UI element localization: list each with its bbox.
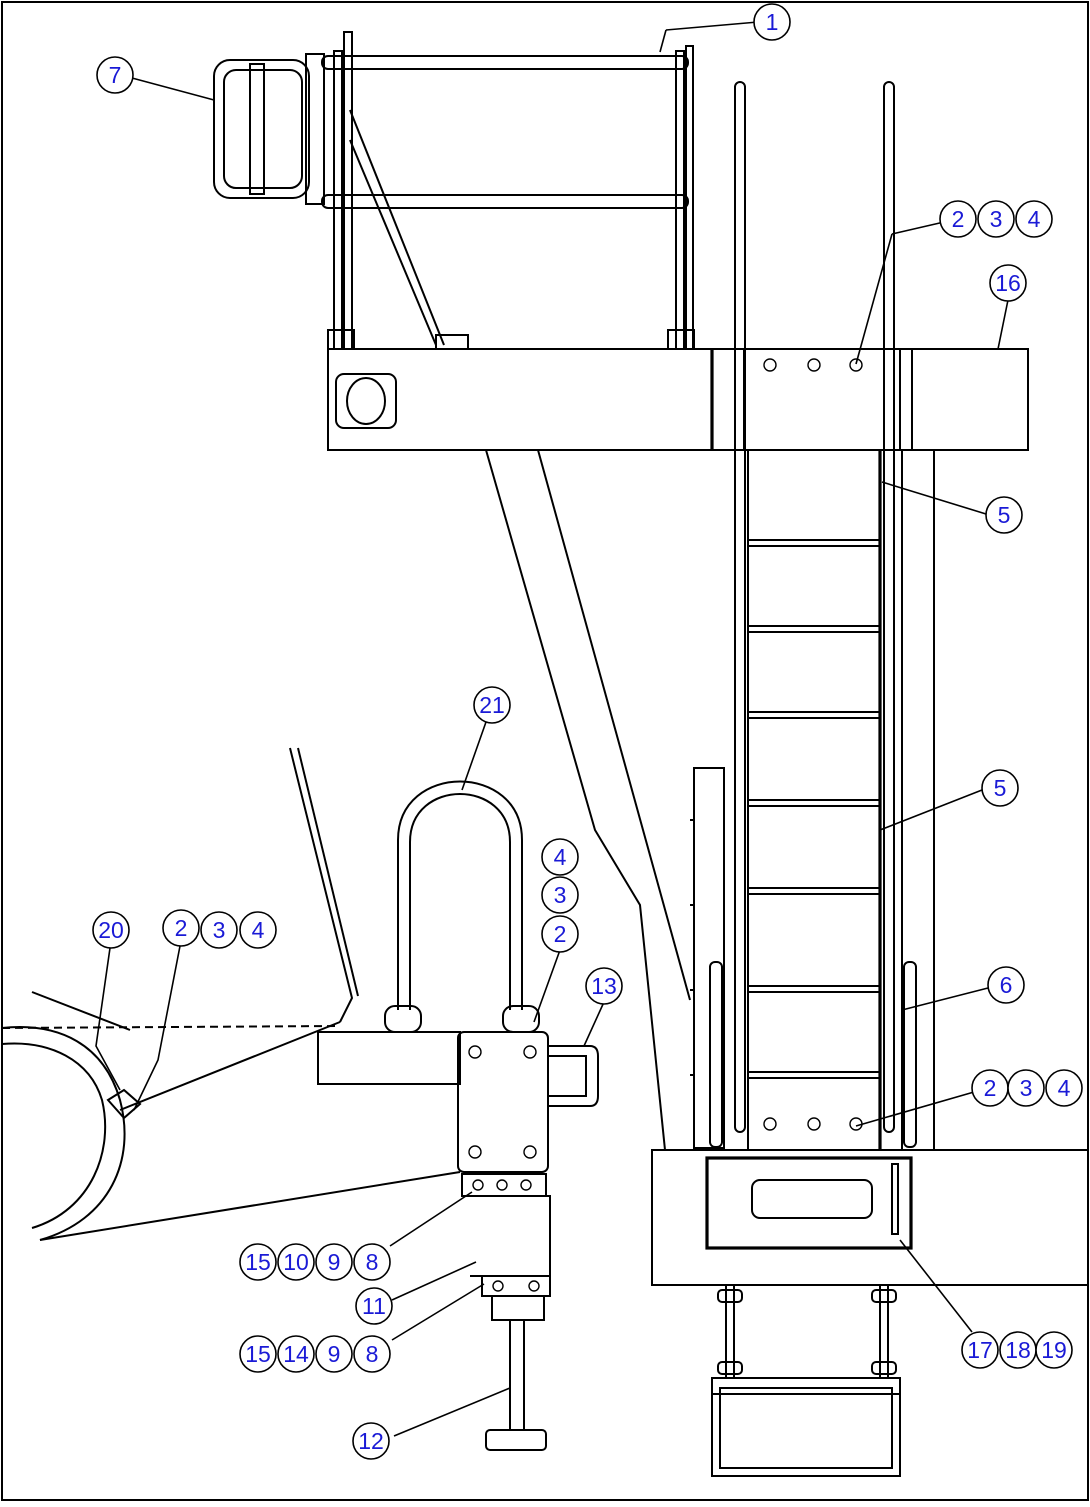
svg-text:18: 18	[1005, 1337, 1031, 1363]
callout-17: 17	[961, 1331, 999, 1369]
callout-2-left: 2	[162, 909, 200, 947]
svg-text:9: 9	[328, 1249, 341, 1275]
callout-9-a: 9	[315, 1243, 353, 1281]
svg-text:11: 11	[362, 1293, 386, 1319]
svg-text:1: 1	[766, 9, 779, 35]
callout-1: 1	[753, 3, 791, 41]
svg-text:3: 3	[213, 917, 226, 943]
callout-3-left: 3	[200, 911, 238, 949]
callout-15-b: 15	[239, 1335, 277, 1373]
svg-text:8: 8	[366, 1341, 379, 1367]
svg-text:4: 4	[554, 844, 567, 870]
svg-text:2: 2	[175, 915, 188, 941]
callout-8-b: 8	[353, 1335, 391, 1373]
callout-20: 20	[92, 911, 130, 949]
grab-handle	[384, 780, 540, 1033]
callout-21: 21	[473, 686, 511, 724]
callout-12: 12	[352, 1422, 390, 1460]
svg-text:6: 6	[1000, 972, 1013, 998]
svg-text:4: 4	[1058, 1075, 1071, 1101]
callout-9-b: 9	[315, 1335, 353, 1373]
callout-3-top: 3	[977, 200, 1015, 238]
svg-text:15: 15	[245, 1249, 271, 1275]
leader-lines	[95, 21, 1009, 1437]
callout-2-right: 2	[971, 1069, 1009, 1107]
svg-text:15: 15	[245, 1341, 271, 1367]
svg-text:3: 3	[1020, 1075, 1033, 1101]
svg-text:5: 5	[998, 502, 1011, 528]
callout-2-top: 2	[939, 200, 977, 238]
svg-text:17: 17	[967, 1337, 993, 1363]
callout-7: 7	[96, 56, 134, 94]
callout-4-stack: 4	[541, 838, 579, 876]
svg-text:9: 9	[328, 1341, 341, 1367]
svg-text:10: 10	[283, 1249, 309, 1275]
callout-16: 16	[989, 264, 1027, 302]
svg-text:12: 12	[358, 1428, 384, 1454]
top-platform-beam	[327, 348, 1029, 451]
svg-text:7: 7	[109, 62, 122, 88]
mirror-bracket	[317, 1031, 599, 1451]
callout-13: 13	[585, 967, 623, 1005]
bottom-step-assembly	[651, 1149, 1089, 1477]
svg-text:14: 14	[283, 1341, 309, 1367]
callout-2-stack: 2	[541, 915, 579, 953]
callout-6: 6	[987, 966, 1025, 1004]
callout-4-right: 4	[1045, 1069, 1083, 1107]
frame-diagonals	[485, 449, 691, 1151]
work-light	[213, 53, 325, 205]
callout-10: 10	[277, 1243, 315, 1281]
callout-4-top: 4	[1015, 200, 1053, 238]
tank-and-fender	[1, 747, 461, 1241]
callout-14: 14	[277, 1335, 315, 1373]
callout-11: 11	[355, 1287, 393, 1325]
callout-3-stack: 3	[541, 876, 579, 914]
top-handrail	[321, 31, 695, 350]
svg-text:2: 2	[984, 1075, 997, 1101]
callout-8-a: 8	[353, 1243, 391, 1281]
callout-3-right: 3	[1007, 1069, 1045, 1107]
svg-text:16: 16	[995, 270, 1021, 296]
callout-4-left: 4	[239, 911, 277, 949]
svg-text:20: 20	[98, 917, 124, 943]
callout-5-lower: 5	[981, 769, 1019, 807]
callout-5-upper: 5	[985, 496, 1023, 534]
callouts: 1 7 2 3 4 16 5 5 6 2 3 4 17 18 19 21 4 3…	[92, 3, 1083, 1460]
svg-text:19: 19	[1041, 1337, 1067, 1363]
svg-text:2: 2	[952, 206, 965, 232]
svg-text:21: 21	[479, 692, 505, 718]
svg-text:5: 5	[994, 775, 1007, 801]
callout-15-a: 15	[239, 1243, 277, 1281]
svg-text:3: 3	[554, 882, 567, 908]
svg-text:13: 13	[591, 973, 617, 999]
callout-19: 19	[1035, 1331, 1073, 1369]
ladder	[690, 81, 935, 1150]
svg-text:2: 2	[554, 921, 567, 947]
svg-text:4: 4	[252, 917, 265, 943]
svg-text:8: 8	[366, 1249, 379, 1275]
svg-text:3: 3	[990, 206, 1003, 232]
svg-text:4: 4	[1028, 206, 1041, 232]
callout-18: 18	[999, 1331, 1037, 1369]
